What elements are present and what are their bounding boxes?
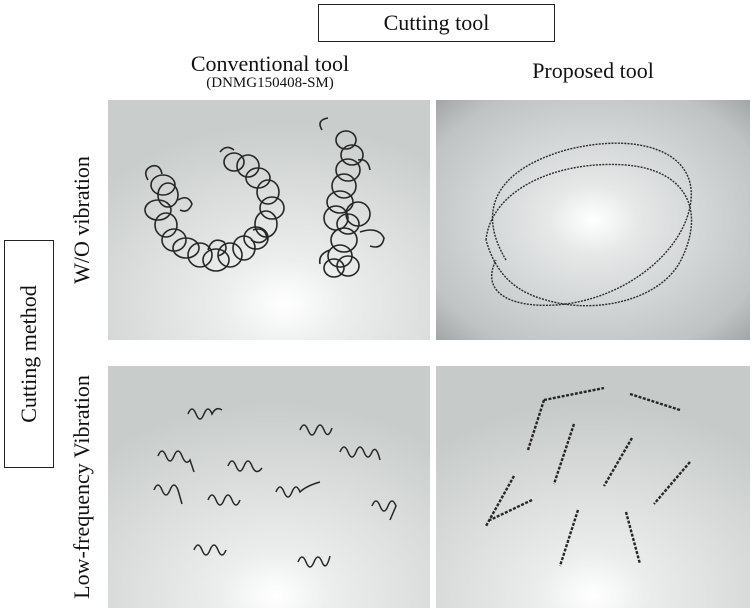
row-header-no-vibration: W/O vibration — [62, 100, 102, 340]
uniform-broken-chips — [484, 386, 691, 567]
continuous-chip-loop — [485, 142, 693, 307]
cutting-tool-header: Cutting tool — [318, 4, 555, 42]
conventional-tool-model: (DNMG150408-SM) — [206, 75, 334, 91]
photo-proposed-no-vibration — [436, 100, 750, 340]
tangled-chip-right — [318, 117, 385, 278]
column-header-conventional: Conventional tool (DNMG150408-SM) — [110, 52, 430, 91]
tangled-chip-left — [144, 146, 285, 272]
cutting-method-header: Cutting method — [4, 240, 54, 468]
cutting-method-label: Cutting method — [16, 285, 41, 423]
row-header-low-frequency: Low-frequency Vibration — [62, 365, 102, 609]
photo-proposed-low-frequency — [436, 366, 750, 608]
cutting-tool-label: Cutting tool — [383, 10, 490, 35]
conventional-tool-label: Conventional tool — [190, 51, 350, 76]
low-frequency-label: Low-frequency Vibration — [69, 375, 95, 599]
photo-conventional-low-frequency — [108, 366, 430, 608]
no-vibration-label: W/O vibration — [69, 156, 95, 284]
column-header-proposed: Proposed tool — [438, 58, 748, 84]
proposed-tool-label: Proposed tool — [532, 58, 654, 83]
photo-conventional-no-vibration — [108, 100, 430, 340]
short-broken-chips — [153, 407, 397, 568]
